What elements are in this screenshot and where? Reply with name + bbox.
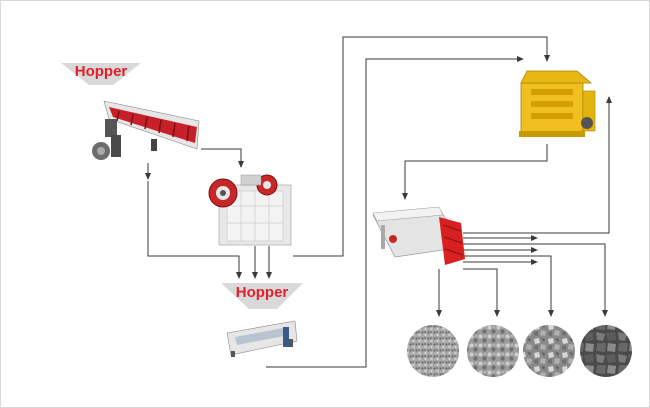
line-screen-to-product-3 (463, 255, 554, 317)
vibrating-screen-machine (372, 206, 465, 265)
line-screen-to-product-2 (463, 268, 500, 317)
jaw-crusher-machine (208, 174, 292, 246)
hopper-top-shape (61, 63, 141, 85)
flow-lines (145, 36, 612, 368)
line-feeder-bypass-to-hopper (147, 181, 242, 279)
hopper-bottom-shape (221, 283, 303, 309)
product-1-fine-aggregate (407, 325, 459, 377)
line-feeder-to-jaw (201, 148, 244, 168)
vibrating-feeder-machine (92, 100, 200, 160)
finished-products (407, 325, 632, 377)
line-jaw-to-impact (293, 36, 550, 257)
product-3-medium-gravel (523, 325, 575, 377)
line-return-to-impact (463, 96, 612, 234)
line-lower-feeder-to-screen (266, 56, 524, 368)
lower-feeder-machine (226, 320, 298, 357)
line-screen-to-product-4 (463, 243, 608, 317)
impact-crusher-machine (519, 70, 596, 137)
product-4-coarse-stone (580, 325, 632, 377)
product-2-small-gravel (467, 325, 519, 377)
hopper-label-top: Hopper (74, 63, 128, 80)
line-impact-to-screen (402, 144, 548, 200)
hopper-label-bottom: Hopper (235, 284, 289, 301)
